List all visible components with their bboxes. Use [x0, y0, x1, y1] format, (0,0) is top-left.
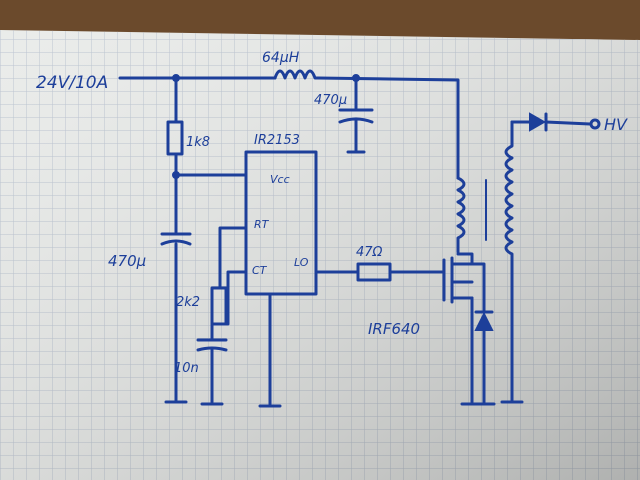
- mosfet-label: IRF640: [368, 320, 420, 338]
- ic-name-label: IR2153: [254, 133, 300, 148]
- gate-resistor-label: 47Ω: [356, 245, 383, 260]
- top-resistor-label: 1k8: [186, 135, 210, 150]
- supply-label: 24V/10A: [36, 73, 108, 93]
- gate-resistor-symbol: [314, 262, 446, 282]
- top-capacitor-symbol: [338, 76, 374, 154]
- pin-vcc-label: Vcc: [270, 173, 290, 186]
- inductor-symbol: [273, 69, 320, 80]
- output-label: HV: [604, 115, 628, 134]
- pin-rt-label: RT: [254, 218, 270, 231]
- paper-shading: [0, 30, 640, 480]
- top-capacitor-label: 470µ: [314, 93, 347, 108]
- left-capacitor-label: 470µ: [108, 252, 146, 270]
- body-diode-symbol: [470, 262, 496, 406]
- pin-ct-label: CT: [252, 264, 268, 277]
- ct-capacitor-label: 10n: [174, 361, 199, 376]
- rt-ct-network: [196, 226, 248, 406]
- rt-resistor-label: 2k2: [176, 295, 200, 310]
- output-diode-symbol: [529, 112, 601, 132]
- pin-lo-label: LO: [294, 256, 309, 269]
- inductor-label: 64µH: [262, 50, 300, 66]
- transformer-primary: [456, 176, 487, 254]
- transformer-secondary: [500, 120, 532, 404]
- left-branch: [160, 76, 248, 404]
- ic-symbol: [244, 150, 318, 408]
- mosfet-symbol: [442, 252, 484, 406]
